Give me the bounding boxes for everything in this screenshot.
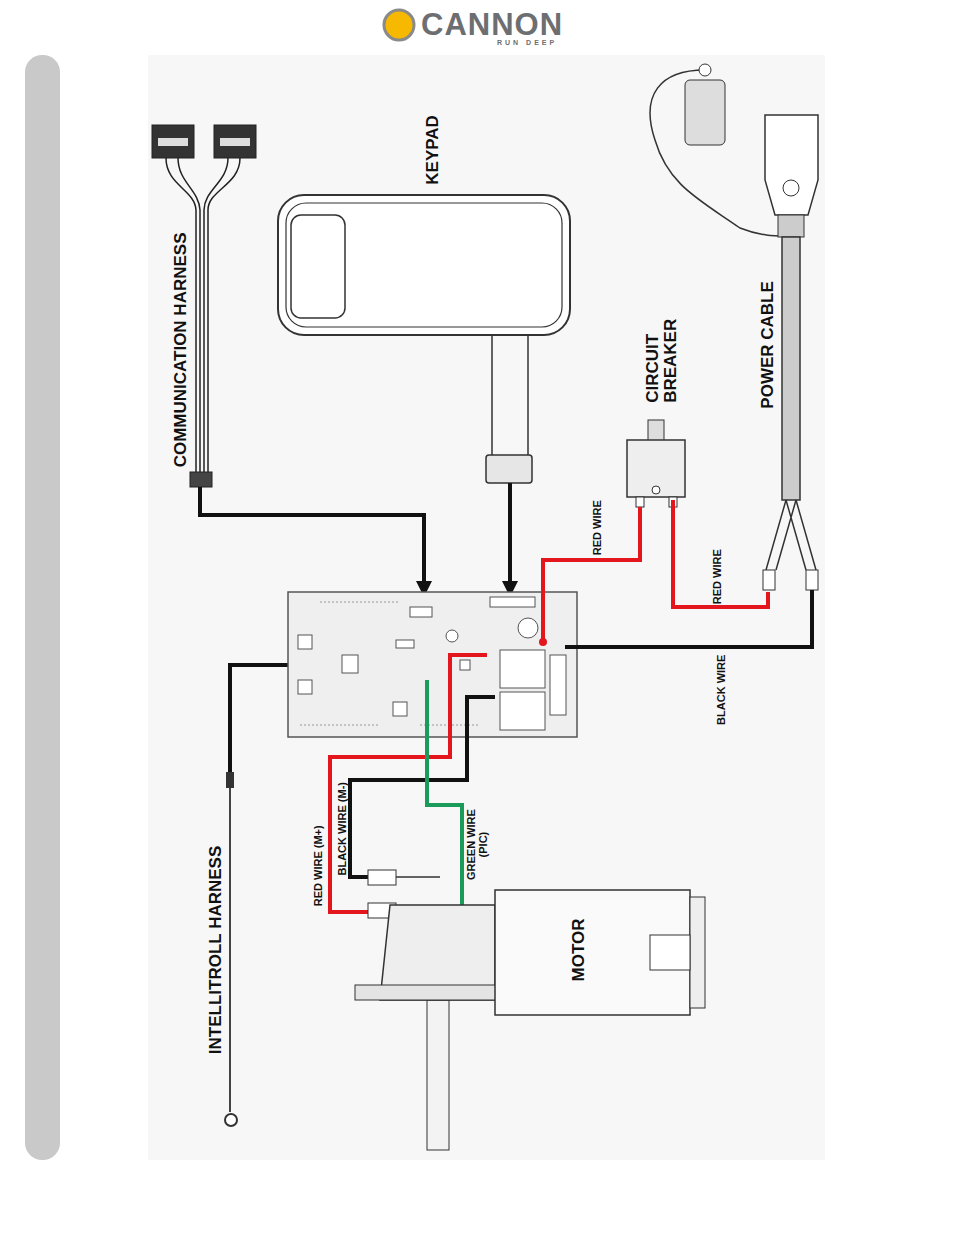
plug-face — [158, 138, 188, 146]
wire-label: RED WIRE — [711, 549, 723, 604]
capacitor — [518, 618, 538, 638]
circuit-breaker-drawing — [627, 420, 685, 507]
chip — [298, 635, 312, 649]
relay — [500, 650, 545, 688]
side-bar — [25, 55, 60, 1160]
terminal — [763, 570, 775, 590]
breaker-body — [627, 440, 685, 497]
motor-drawing — [355, 870, 705, 1150]
cap-ring — [699, 64, 711, 76]
wire-end — [539, 638, 547, 646]
red-wire — [330, 655, 487, 912]
keypad-cable — [492, 335, 528, 455]
connector — [368, 870, 396, 885]
split — [766, 500, 816, 570]
plug-body — [765, 115, 818, 215]
keypad-drawing — [278, 195, 570, 483]
ring-terminal — [225, 1114, 237, 1126]
screw — [652, 486, 660, 494]
component-label: CIRCUIT BREAKER — [644, 311, 680, 403]
wire-label: BLACK WIRE (M-) — [336, 782, 348, 875]
component-area: KEYPAD — [275, 95, 575, 485]
keypad-body — [278, 195, 570, 335]
logo-text: RUN DEEP — [497, 39, 557, 46]
keypad-plug — [486, 455, 532, 483]
connector — [190, 472, 212, 487]
intellitroll-drawing — [225, 772, 237, 1126]
traces — [300, 602, 480, 725]
chip — [342, 655, 358, 673]
wire-label: RED WIRE (M+) — [312, 825, 324, 906]
black-wire — [565, 590, 812, 647]
wire-label: BLACK WIRE — [716, 655, 728, 725]
component-area: COMMUNICATION HARNESS — [150, 118, 258, 490]
plug — [214, 125, 256, 158]
component-label: KEYPAD — [424, 115, 442, 185]
header — [490, 597, 535, 607]
terminal-block — [550, 655, 566, 715]
arrow-line — [200, 487, 424, 583]
arrow-line — [508, 483, 512, 583]
communication-harness-drawing — [152, 125, 256, 487]
cap — [685, 80, 725, 145]
header — [410, 607, 432, 617]
chip — [393, 702, 407, 716]
end-bump — [650, 935, 690, 970]
component-label: COMMUNICATION HARNESS — [171, 232, 189, 467]
wires — [166, 158, 240, 210]
wire-label: RED WIRE — [591, 500, 603, 555]
logo-circle — [384, 10, 414, 40]
chip — [396, 640, 414, 648]
control-board — [288, 592, 577, 737]
capacitor — [446, 630, 458, 642]
plug — [152, 125, 194, 158]
component-area: CIRCUIT BREAKER — [620, 300, 690, 500]
end-cap — [690, 897, 705, 1008]
component-area: INTELLITROLL HARNESS — [200, 795, 224, 1105]
button — [648, 420, 664, 442]
cable — [782, 237, 800, 500]
green-wire — [427, 680, 462, 910]
background — [25, 10, 825, 1160]
wire — [229, 788, 231, 1112]
component-label: INTELLITROLL HARNESS — [207, 846, 225, 1054]
shaft — [427, 1000, 449, 1150]
wires — [196, 210, 208, 472]
motor-body — [495, 890, 690, 1015]
wire-connector — [673, 500, 768, 607]
chip — [298, 680, 312, 694]
terminal — [806, 570, 818, 590]
panel — [148, 55, 825, 1160]
plug-face — [220, 138, 250, 146]
logo-text: CANNON — [421, 9, 563, 42]
wires — [330, 507, 812, 912]
flange — [355, 985, 500, 1000]
plug-button — [783, 180, 799, 196]
relay — [500, 692, 545, 730]
keypad-rim — [286, 203, 562, 327]
component-label: POWER CABLE — [759, 281, 777, 409]
strain-relief — [778, 215, 804, 237]
terminal — [636, 497, 644, 507]
keypad-window — [291, 215, 345, 318]
board — [288, 592, 577, 737]
component-area: POWER CABLE — [680, 58, 825, 592]
connector — [226, 772, 234, 788]
component-area: MOTOR — [355, 885, 707, 1150]
wire-label: GREEN WIRE (PIC) — [466, 807, 489, 881]
component-label: MOTOR — [569, 918, 587, 981]
chip — [460, 660, 470, 670]
